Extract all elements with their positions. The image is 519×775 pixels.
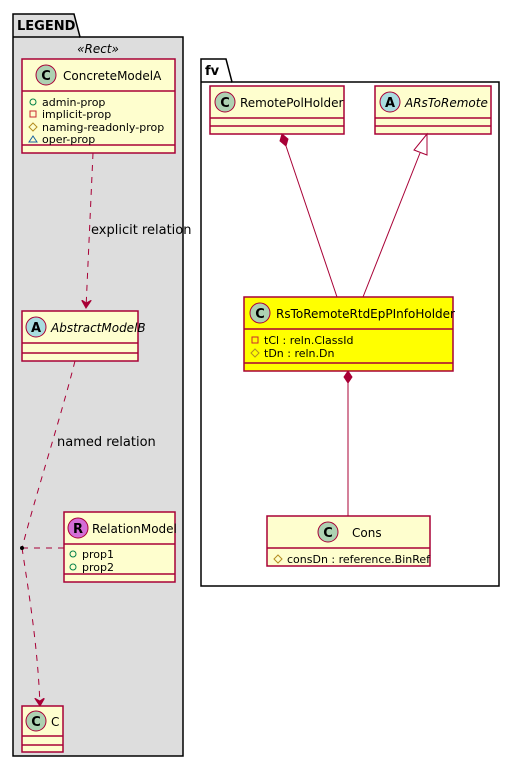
class-relation-model[interactable]: R RelationModel prop1 prop2 xyxy=(63,511,177,583)
private-icon xyxy=(251,336,259,344)
class-rs-to-remote-rtd-ep-pinfo-holder[interactable]: C RsToRemoteRtdEpPInfoHolder tCl : reln.… xyxy=(243,296,455,372)
class-name: RelationModel xyxy=(92,522,177,536)
fv-title: fv xyxy=(205,64,220,79)
public-icon xyxy=(69,550,77,558)
class-badge-icon: C xyxy=(317,521,339,543)
legend-stereotype: «Rect» xyxy=(77,42,119,56)
class-badge-icon: C xyxy=(35,64,57,86)
svg-text:C: C xyxy=(255,307,265,322)
svg-text:C: C xyxy=(220,96,230,111)
class-badge-icon: C xyxy=(249,302,271,324)
svg-text:C: C xyxy=(41,69,51,84)
attr-consdn: consDn : reference.BinRef xyxy=(287,553,431,566)
attr-naming-readonly-prop: naming-readonly-prop xyxy=(42,121,164,134)
abstract-badge-icon: A xyxy=(379,91,401,113)
class-name: ARsToRemote xyxy=(404,96,488,110)
svg-text:A: A xyxy=(31,321,41,336)
protected-icon xyxy=(273,554,283,564)
attr-implicit-prop: implicit-prop xyxy=(42,108,111,121)
association-point xyxy=(20,546,24,550)
relation-badge-icon: R xyxy=(67,517,89,539)
abstract-badge-icon: A xyxy=(25,316,47,338)
inheritance-triangle-icon xyxy=(413,132,428,156)
edge-composition-remote xyxy=(279,133,338,298)
svg-text:R: R xyxy=(73,522,83,537)
class-name: ConcreteModelA xyxy=(63,69,162,83)
class-name: RsToRemoteRtdEpPInfoHolder xyxy=(276,307,455,321)
class-name: C xyxy=(51,715,59,729)
protected-icon xyxy=(28,122,38,132)
public-icon xyxy=(69,563,77,571)
edge-label-explicit: explicit relation xyxy=(91,223,191,238)
svg-text:A: A xyxy=(385,96,395,111)
package-icon xyxy=(28,135,38,143)
attr-oper-prop: oper-prop xyxy=(42,133,95,146)
class-cons[interactable]: C Cons consDn : reference.BinRef xyxy=(266,515,431,567)
class-name: AbstractModelB xyxy=(50,321,146,335)
public-icon xyxy=(29,98,37,106)
protected-icon xyxy=(250,348,260,358)
class-name: RemotePolHolder xyxy=(240,96,343,110)
class-abstract-model-b[interactable]: A AbstractModelB xyxy=(21,310,146,362)
attr-admin-prop: admin-prop xyxy=(42,96,105,109)
class-concrete-model-a[interactable]: C ConcreteModelA admin-prop implicit-pro… xyxy=(21,58,176,154)
edge-named-relation: named relation xyxy=(20,360,156,706)
composition-diamond-icon xyxy=(279,133,289,147)
edge-explicit-relation: explicit relation xyxy=(86,152,191,308)
attr-tcl: tCl : reln.ClassId xyxy=(264,334,354,347)
private-icon xyxy=(29,110,37,118)
class-ars-to-remote[interactable]: A ARsToRemote xyxy=(374,85,492,135)
svg-text:C: C xyxy=(323,526,333,541)
class-remote-pol-holder[interactable]: C RemotePolHolder xyxy=(209,85,345,135)
attr-prop1: prop1 xyxy=(82,548,114,561)
class-name: Cons xyxy=(352,526,382,540)
legend-title: LEGEND xyxy=(17,19,76,34)
svg-text:C: C xyxy=(31,715,41,730)
class-c[interactable]: C C xyxy=(21,705,64,753)
attr-prop2: prop2 xyxy=(82,561,114,574)
class-badge-icon: C xyxy=(25,710,47,732)
edge-composition-cons xyxy=(343,370,353,516)
composition-diamond-icon xyxy=(343,370,353,384)
class-badge-icon: C xyxy=(214,91,236,113)
attr-tdn: tDn : reln.Dn xyxy=(264,347,334,360)
edge-generalization xyxy=(362,132,428,298)
edge-label-named: named relation xyxy=(57,435,156,450)
